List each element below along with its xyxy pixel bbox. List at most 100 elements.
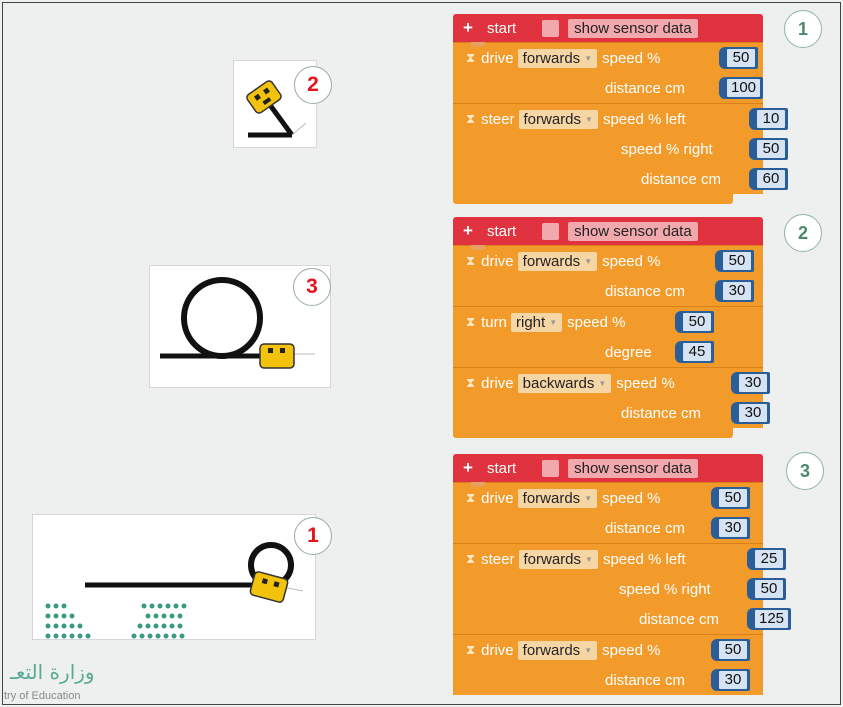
param-label: speed % left <box>602 110 686 128</box>
number-input[interactable]: 50 <box>711 487 750 509</box>
turn-block[interactable]: ⧗ turn right▼ speed % 50 degree 45 <box>453 306 763 367</box>
program-block-2[interactable]: + start show sensor data ⧗ drive forward… <box>453 217 770 438</box>
chevron-down-icon: ▼ <box>584 493 593 503</box>
block-notch <box>471 245 485 250</box>
command-verb: drive <box>481 374 514 392</box>
chevron-down-icon: ▼ <box>549 317 558 327</box>
picture-badge: 2 <box>294 66 332 104</box>
plus-icon[interactable]: + <box>463 18 473 37</box>
drive-block[interactable]: ⧗ drive forwards▼ speed % 50 distance cm… <box>453 482 763 543</box>
command-verb: drive <box>481 641 514 659</box>
plus-icon[interactable]: + <box>463 221 473 240</box>
sensor-checkbox[interactable] <box>542 222 560 240</box>
direction-dropdown[interactable]: forwards▼ <box>517 48 598 68</box>
command-verb: drive <box>481 252 514 270</box>
hourglass-icon: ⧗ <box>466 551 476 566</box>
command-verb: turn <box>481 313 507 331</box>
param-label: speed % <box>602 641 661 659</box>
plus-icon[interactable]: + <box>463 458 473 477</box>
direction-dropdown[interactable]: forwards▼ <box>517 640 598 660</box>
start-block[interactable]: + start show sensor data <box>453 217 763 245</box>
number-input[interactable]: 125 <box>747 608 792 630</box>
number-input[interactable]: 10 <box>749 108 788 130</box>
block-tail <box>453 428 733 438</box>
direction-dropdown[interactable]: forwards▼ <box>517 488 598 508</box>
param-label: speed % right <box>621 140 713 158</box>
direction-dropdown[interactable]: forwards▼ <box>517 251 598 271</box>
steer-block[interactable]: ⧗ steer forwards▼ speed % left 10 speed … <box>453 103 788 194</box>
v-turn-path-drawing <box>246 80 307 138</box>
picture-badge: 1 <box>294 517 332 555</box>
path-picture-line <box>32 514 316 640</box>
param-label: distance cm <box>605 282 686 300</box>
number-input[interactable]: 60 <box>749 168 788 190</box>
number-input[interactable]: 50 <box>749 138 788 160</box>
chevron-down-icon: ▼ <box>598 378 607 388</box>
start-label: start <box>486 222 517 240</box>
sensor-label: show sensor data <box>568 458 698 478</box>
param-label: distance cm <box>605 671 686 689</box>
param-label: distance cm <box>621 404 702 422</box>
hourglass-icon: ⧗ <box>466 253 476 268</box>
number-input[interactable]: 50 <box>719 47 758 69</box>
program-badge: 3 <box>786 452 824 490</box>
number-input[interactable]: 30 <box>731 372 770 394</box>
param-label: speed % <box>602 252 661 270</box>
number-input[interactable]: 45 <box>675 341 714 363</box>
sensor-label: show sensor data <box>568 221 698 241</box>
param-label: distance cm <box>605 519 686 537</box>
param-label: distance cm <box>605 79 686 97</box>
sensor-checkbox[interactable] <box>542 459 560 477</box>
number-input[interactable]: 50 <box>715 250 754 272</box>
program-block-3[interactable]: + start show sensor data ⧗ drive forward… <box>453 454 792 695</box>
direction-dropdown[interactable]: right▼ <box>511 312 563 332</box>
param-label: speed % left <box>602 550 686 568</box>
number-input[interactable]: 30 <box>711 669 750 691</box>
number-input[interactable]: 50 <box>711 639 750 661</box>
number-input[interactable]: 30 <box>731 402 770 424</box>
number-input[interactable]: 30 <box>715 280 754 302</box>
steer-block[interactable]: ⧗ steer forwards▼ speed % left 25 speed … <box>453 543 792 634</box>
start-block[interactable]: + start show sensor data <box>453 454 763 482</box>
number-input[interactable]: 25 <box>747 548 786 570</box>
hourglass-icon: ⧗ <box>466 111 476 126</box>
number-input[interactable]: 50 <box>747 578 786 600</box>
command-verb: steer <box>481 110 515 128</box>
loop-path-drawing <box>160 277 315 369</box>
drive-block[interactable]: ⧗ drive forwards▼ speed % 50 distance cm… <box>453 245 763 306</box>
param-label: distance cm <box>641 170 722 188</box>
block-notch <box>471 42 485 47</box>
number-input[interactable]: 30 <box>711 517 750 539</box>
start-label: start <box>486 459 517 477</box>
param-label: speed % right <box>619 580 711 598</box>
direction-dropdown[interactable]: backwards▼ <box>517 373 612 393</box>
program-badge: 2 <box>784 214 822 252</box>
sensor-label: show sensor data <box>568 18 698 38</box>
hourglass-icon: ⧗ <box>466 642 476 657</box>
chevron-down-icon: ▼ <box>585 114 593 124</box>
drive-block[interactable]: ⧗ drive forwards▼ speed % 50 distance cm… <box>453 42 764 103</box>
program-block-1[interactable]: + start show sensor data ⧗ drive forward… <box>453 14 788 204</box>
param-label: speed % <box>616 374 675 392</box>
command-verb: steer <box>481 550 515 568</box>
direction-dropdown[interactable]: forwards▼ <box>518 109 598 129</box>
param-label: degree <box>605 343 652 361</box>
drive-block[interactable]: ⧗ drive backwards▼ speed % 30 distance c… <box>453 367 770 428</box>
start-block[interactable]: + start show sensor data <box>453 14 763 42</box>
number-input[interactable]: 100 <box>719 77 764 99</box>
chevron-down-icon: ▼ <box>584 256 593 266</box>
block-tail <box>453 194 733 204</box>
line-path-drawing <box>85 542 304 603</box>
param-label: speed % <box>602 489 661 507</box>
ministry-logo-arabic: وزارة التعـ <box>10 660 95 684</box>
sensor-checkbox[interactable] <box>542 19 560 37</box>
hourglass-icon: ⧗ <box>466 375 476 390</box>
param-label: distance cm <box>639 610 720 628</box>
direction-dropdown[interactable]: forwards▼ <box>518 549 598 569</box>
ministry-logo-dots <box>45 603 187 639</box>
ministry-logo-english: try of Education <box>4 690 81 702</box>
number-input[interactable]: 50 <box>675 311 714 333</box>
start-label: start <box>486 19 517 37</box>
drive-block[interactable]: ⧗ drive forwards▼ speed % 50 distance cm… <box>453 634 763 695</box>
command-verb: drive <box>481 489 514 507</box>
